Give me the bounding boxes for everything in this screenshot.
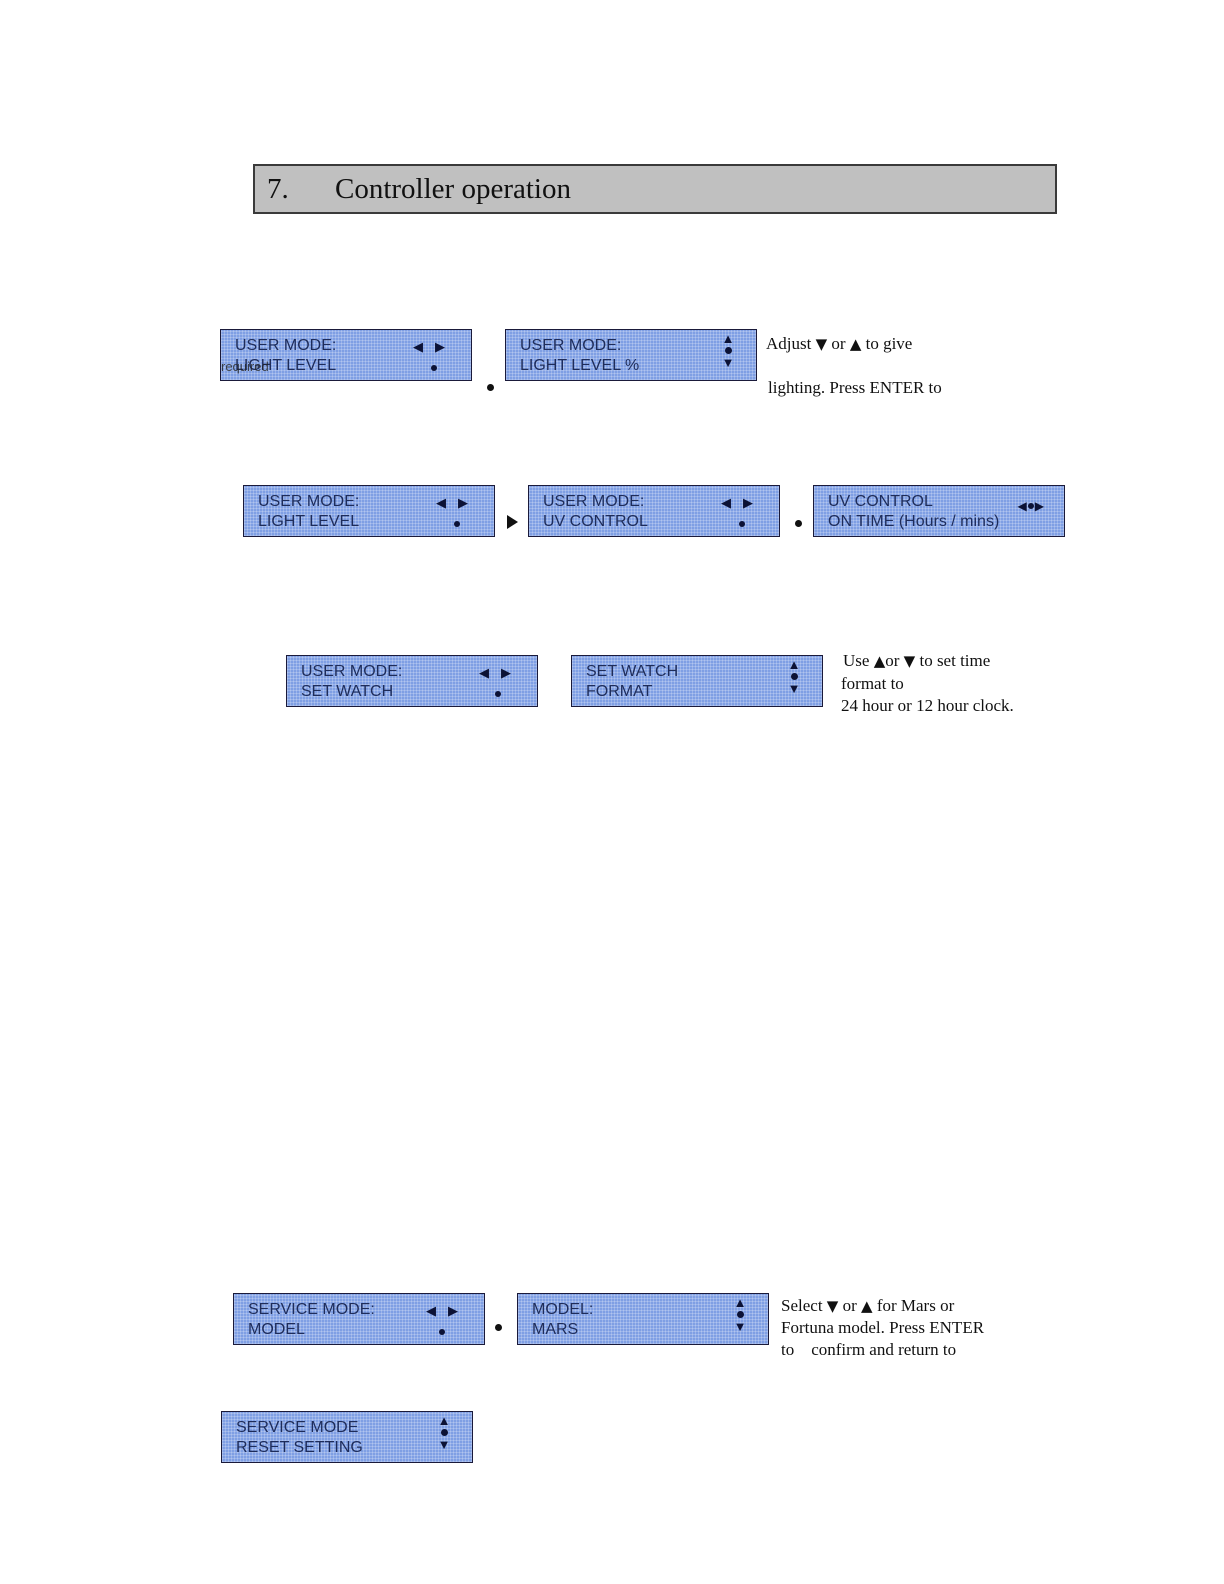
up-down-arrows-icon: ▲▼ — [787, 657, 801, 696]
light-level-note-line-2: lighting. Press ENTER to — [768, 378, 942, 397]
left-right-arrows-icon: ◀▶ — [426, 1303, 470, 1318]
enter-dot-icon — [454, 521, 460, 527]
lcd-user-mode-light-level: USER MODE: LIGHT LEVEL required ◀▶ — [220, 329, 472, 381]
model-note: Select ▼ or ▲ for Mars or — [781, 1295, 954, 1317]
lcd-model-mars: MODEL: MARS ▲▼ — [517, 1293, 769, 1345]
lcd-line-2: LIGHT LEVEL — [235, 357, 337, 374]
section-number: 7. — [267, 172, 289, 205]
model-note-line-2: Fortuna model. Press ENTER — [781, 1318, 985, 1337]
sequence-bullet-icon — [495, 1324, 502, 1331]
lcd-line-1: USER MODE: — [543, 493, 645, 510]
watch-format-note-line-3: 24 hour or 12 hour clock. — [841, 696, 1014, 715]
left-right-arrows-icon: ◀▶ — [721, 495, 765, 510]
up-arrow-icon: ▲ — [861, 1297, 873, 1315]
note-word: or — [842, 1296, 857, 1315]
lcd-line-1: SET WATCH — [586, 663, 679, 680]
note-word: or — [885, 651, 900, 670]
sequence-bullet-icon — [487, 384, 494, 391]
down-arrow-icon: ▼ — [815, 335, 828, 353]
note-word: Adjust — [766, 334, 812, 353]
lcd-line-2: SET WATCH — [301, 683, 394, 700]
left-dot-right-icon: ◀▶ — [1017, 499, 1044, 513]
lcd-line-1: USER MODE: — [258, 493, 360, 510]
up-arrow-icon: ▲ — [873, 652, 886, 670]
lcd-line-2: MARS — [532, 1321, 579, 1338]
left-right-arrows-icon: ◀▶ — [436, 495, 480, 510]
lcd-user-mode-light-level-2: USER MODE: LIGHT LEVEL ◀▶ — [243, 485, 495, 537]
lcd-line-2: ON TIME (Hours / mins) — [828, 513, 1000, 530]
note-word: to set time — [919, 651, 991, 670]
enter-dot-icon — [739, 521, 745, 527]
note-word: to give — [865, 334, 913, 353]
lcd-line-1: UV CONTROL — [828, 493, 933, 510]
note-word: Use — [843, 651, 870, 670]
left-right-arrows-icon: ◀▶ — [413, 339, 457, 354]
model-note-line-3: to confirm and return to — [781, 1340, 957, 1359]
section-heading: 7. Controller operation — [253, 164, 1057, 214]
overlapping-text: required — [221, 359, 269, 374]
lcd-user-mode-set-watch: USER MODE: SET WATCH ◀▶ — [286, 655, 538, 707]
up-down-arrows-icon: ▲▼ — [733, 1295, 747, 1334]
down-arrow-icon: ▼ — [903, 652, 916, 670]
up-down-arrows-icon: ▲▼ — [721, 331, 735, 370]
lcd-user-mode-light-level-percent: USER MODE: LIGHT LEVEL % ▲▼ — [505, 329, 757, 381]
lcd-line-2: FORMAT — [586, 683, 653, 700]
lcd-line-1: USER MODE: — [520, 337, 622, 354]
lcd-line-1: MODEL: — [532, 1301, 594, 1318]
lcd-service-mode-reset-setting: SERVICE MODE RESET SETTING ▲▼ — [221, 1411, 473, 1463]
lcd-line-1: SERVICE MODE — [236, 1419, 359, 1436]
lcd-line-1: USER MODE: — [301, 663, 403, 680]
lcd-line-1: SERVICE MODE: — [248, 1301, 375, 1318]
lcd-line-2: LIGHT LEVEL — [258, 513, 360, 530]
lcd-service-mode-model: SERVICE MODE: MODEL ◀▶ — [233, 1293, 485, 1345]
note-word: or — [831, 334, 846, 353]
note-word: Select — [781, 1296, 823, 1315]
note-word: for Mars or — [876, 1296, 955, 1315]
light-level-note: Adjust ▼ or ▲ to give — [766, 333, 912, 355]
sequence-bullet-icon — [795, 520, 802, 527]
watch-format-note: Use ▲or ▼ to set time — [843, 650, 990, 672]
section-title: Controller operation — [335, 172, 571, 205]
enter-dot-icon — [495, 691, 501, 697]
down-arrow-icon: ▼ — [826, 1297, 839, 1315]
lcd-line-2: LIGHT LEVEL % — [520, 357, 640, 374]
watch-format-note-line-2: format to — [841, 674, 904, 693]
lcd-set-watch-format: SET WATCH FORMAT ▲▼ — [571, 655, 823, 707]
sequence-right-arrow-icon — [507, 515, 518, 529]
enter-dot-icon — [439, 1329, 445, 1335]
lcd-line-1: USER MODE: — [235, 337, 337, 354]
lcd-user-mode-uv-control: USER MODE: UV CONTROL ◀▶ — [528, 485, 780, 537]
lcd-uv-control-on-time: UV CONTROL ON TIME (Hours / mins) ◀▶ — [813, 485, 1065, 537]
up-arrow-icon: ▲ — [849, 335, 862, 353]
lcd-line-2: RESET SETTING — [236, 1439, 363, 1456]
left-right-arrows-icon: ◀▶ — [479, 665, 523, 680]
lcd-line-2: MODEL — [248, 1321, 305, 1338]
lcd-line-2: UV CONTROL — [543, 513, 648, 530]
enter-dot-icon — [431, 365, 437, 371]
up-down-arrows-icon: ▲▼ — [437, 1413, 451, 1452]
